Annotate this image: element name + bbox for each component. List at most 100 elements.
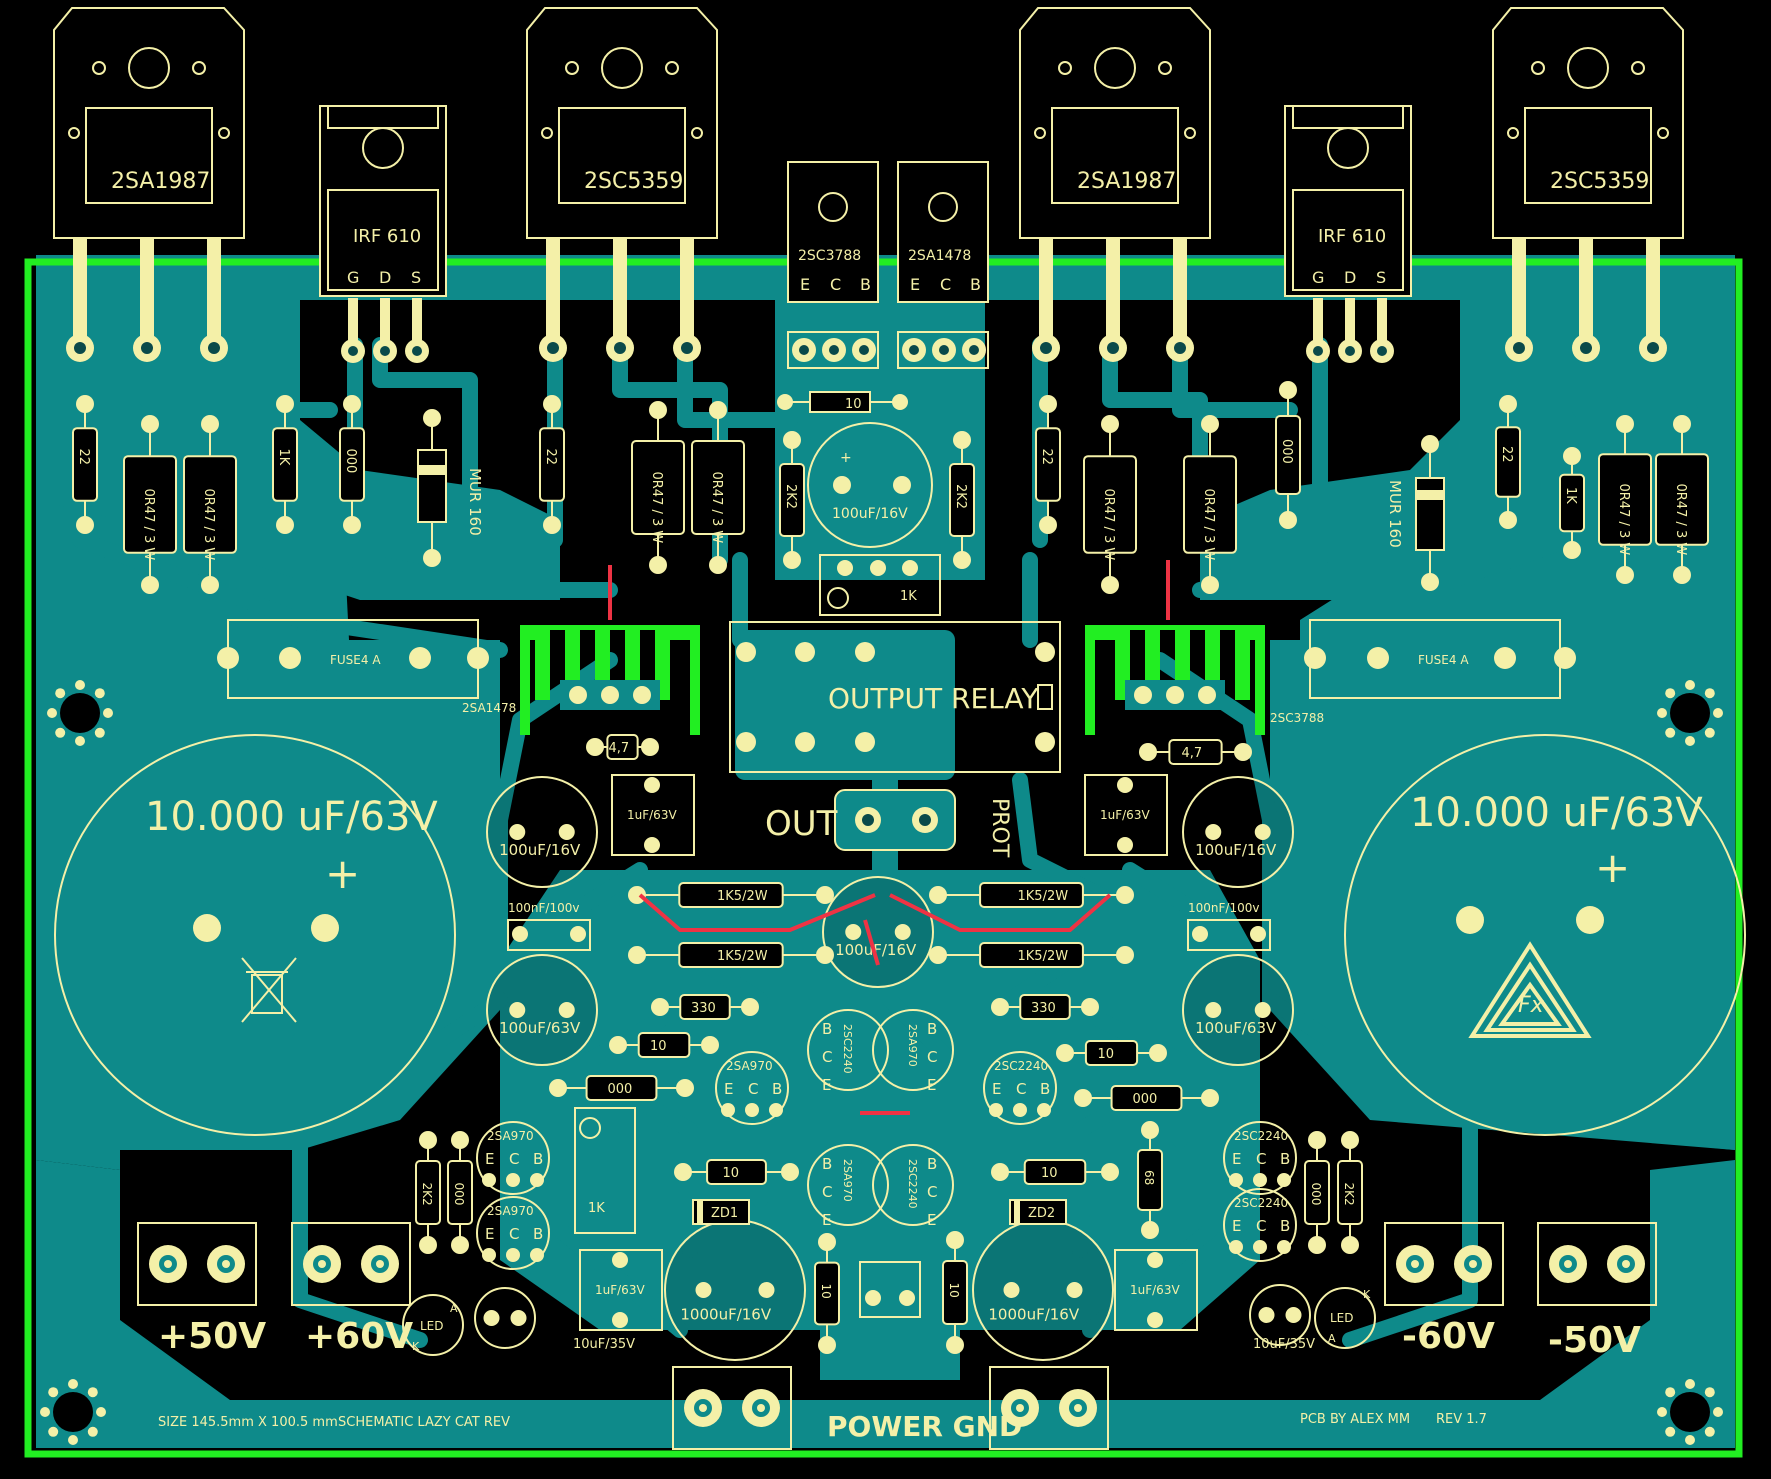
- to126-pin-e: E: [910, 275, 920, 294]
- film-cap-3-label: 1uF/63V: [1130, 1283, 1180, 1297]
- to92-center-2-pin-c: C: [822, 1183, 832, 1201]
- mosfet-pin-g: G: [1312, 268, 1324, 287]
- to92-center-2-pin-b: B: [822, 1155, 832, 1173]
- transistor-q1-label: 2SA1987: [111, 169, 210, 194]
- to92-3-pin-b: B: [533, 1225, 543, 1243]
- svg-text:Fx: Fx: [1518, 993, 1545, 1018]
- resistor-v-14: 22: [1495, 395, 1521, 529]
- to92-0-pin-e: E: [724, 1080, 733, 1098]
- resistor-h-8: 10: [609, 1032, 719, 1058]
- resistor-h-13-label: 10: [1041, 1166, 1058, 1181]
- footer-author: PCB BY ALEX MM: [1300, 1412, 1410, 1427]
- footer-schematic: SCHEMATIC LAZY CAT REV: [338, 1415, 510, 1430]
- resistor-h-6-label: 330: [691, 1001, 716, 1016]
- mosfet-m2-label: IRF 610: [1318, 226, 1386, 247]
- resistor-h-12-label: 10: [723, 1166, 740, 1181]
- to126-pin-b: B: [860, 275, 871, 294]
- zener-1: ZD2: [1009, 1199, 1067, 1225]
- diode-mur-left: MUR 160: [417, 409, 484, 567]
- diode-mur-right: MUR 160: [1386, 435, 1445, 591]
- to92-center-0-label: 2SC2240: [841, 1024, 854, 1074]
- cap-small-0-label: 100uF/16V: [499, 841, 581, 859]
- resistor-vl-5: 10: [814, 1233, 840, 1354]
- to92-center-1-label: 2SA970: [906, 1024, 919, 1067]
- film-cap-2-label: 1uF/63V: [595, 1283, 645, 1297]
- resistor-v-13: 000: [1275, 381, 1301, 529]
- resistor-v-2-label: 0R47 / 3 W: [201, 489, 216, 561]
- to92-center-3-pin-c: C: [927, 1183, 937, 1201]
- footer-size: SIZE 145.5mm X 100.5 mm: [158, 1415, 338, 1430]
- prot-label: PROT: [987, 798, 1012, 858]
- to92-center-0-pin-b: B: [822, 1020, 832, 1038]
- mosfet-pin-d: D: [1344, 268, 1356, 287]
- label-power-gnd: POWER GND: [827, 1410, 1022, 1443]
- resistor-h-10-label: 000: [608, 1082, 633, 1097]
- to92-center-2-pin-e: E: [822, 1211, 831, 1229]
- resistor-v-6-label: 0R47 / 3 W: [649, 472, 664, 544]
- resistor-h-10: 000: [549, 1075, 694, 1101]
- resistor-v-17: 0R47 / 3 W: [1655, 415, 1709, 584]
- resistor-h-13: 10: [991, 1159, 1119, 1185]
- cap-small-2-label: 100uF/63V: [499, 1019, 581, 1037]
- to92-4-pin-e: E: [1232, 1150, 1241, 1168]
- to92-0-pin-b: B: [772, 1080, 782, 1098]
- to126-t1-label: 2SC3788: [798, 248, 861, 264]
- cap-plus: +: [840, 450, 852, 466]
- transistor-q2: 2SC5359: [526, 7, 718, 362]
- cap-small-6-label: 1000uF/16V: [988, 1305, 1079, 1323]
- cap-10000-right: 10.000 uF/63V + Fx: [1344, 734, 1746, 1136]
- resistor-h-0-label: 4,7: [609, 741, 630, 756]
- cap-100u-top-label: 100uF/16V: [832, 506, 908, 522]
- resistor-vl-0-label: 2K2: [420, 1183, 434, 1206]
- logo-fx-icon: Fx: [1468, 941, 1592, 1038]
- film-cap-3: 1uF/63V: [1114, 1249, 1198, 1331]
- fuse-left-label: FUSE4 A: [330, 653, 381, 667]
- terminal-block-4: [672, 1366, 792, 1450]
- bridge-connector: [859, 1261, 921, 1318]
- resistor-10-top: 10: [777, 391, 908, 413]
- mosfet-pin-s: S: [1376, 268, 1386, 287]
- resistor-v-16-label: 0R47 / 3 W: [1616, 484, 1631, 556]
- resistor-v-13-label: 000: [1279, 439, 1294, 464]
- pot-label: 1K: [900, 589, 917, 604]
- resistor-vl-2-label: 68: [1142, 1170, 1156, 1185]
- resistor-v-15-label: 1K: [1563, 487, 1578, 504]
- resistor-h-8-label: 10: [650, 1039, 667, 1054]
- to92-5-pin-c: C: [1256, 1217, 1266, 1235]
- to92-4-label: 2SC2240: [1234, 1129, 1288, 1143]
- mosfet-pin-s: S: [411, 268, 421, 287]
- mounting-hole-2: [37, 1376, 109, 1448]
- to92-center-1-pin-b: B: [927, 1020, 937, 1038]
- board-outline: [24, 258, 1743, 1458]
- cap-100n-1: 100nF/100v: [1187, 901, 1271, 951]
- footer-rev: REV 1.7: [1436, 1412, 1487, 1427]
- cap-10u35-label-0: 10uF/35V: [573, 1337, 635, 1352]
- to92-center-2-label: 2SA970: [841, 1159, 854, 1202]
- to92-3-label: 2SA970: [487, 1204, 534, 1218]
- to92-center-1-pin-c: C: [927, 1048, 937, 1066]
- output-terminal: OUT PROT: [765, 789, 1012, 858]
- resistor-h-1-label: 4,7: [1182, 746, 1203, 761]
- to126-pin-b: B: [970, 275, 981, 294]
- to92-4-pin-b: B: [1280, 1150, 1290, 1168]
- resistor-v-6: 0R47 / 3 W: [631, 401, 685, 574]
- resistor-h-9: 10: [1056, 1040, 1167, 1066]
- resistor-vl-1-label: 000: [452, 1183, 466, 1206]
- mounting-holes: [37, 677, 1726, 1448]
- resistor-h-1: 4,7: [1139, 739, 1252, 765]
- to92-2-label: 2SA970: [487, 1129, 534, 1143]
- label-minus-60v: -60V: [1402, 1316, 1495, 1357]
- resistor-h-2: 1K5/2W: [628, 882, 834, 908]
- film-cap-1-label: 1uF/63V: [1100, 808, 1150, 822]
- resistor-h-7: 330: [991, 994, 1099, 1020]
- to92-2-pin-b: B: [533, 1150, 543, 1168]
- resistor-vl-6-label: 10: [947, 1283, 961, 1298]
- terminal-block-3: [1537, 1222, 1657, 1306]
- mosfet-pin-g: G: [347, 268, 359, 287]
